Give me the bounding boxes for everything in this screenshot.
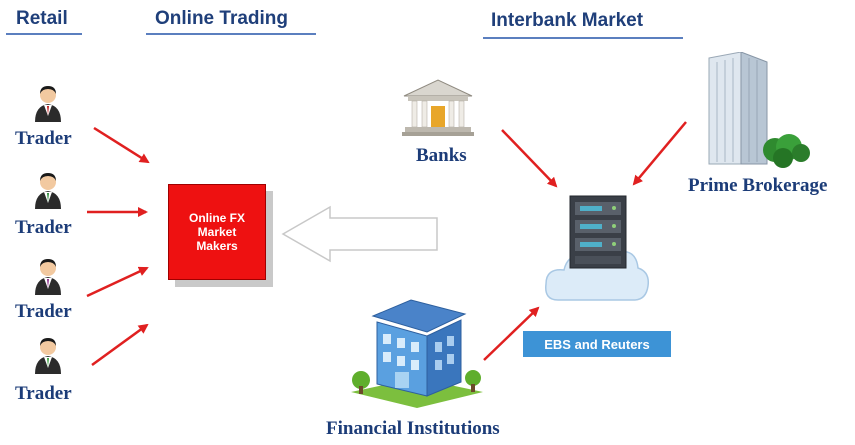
header-interbank-underline [483,37,683,39]
online-fx-market-makers-box: Online FX Market Makers [168,184,266,280]
trader-label: Trader [15,301,72,322]
trader-label: Trader [15,217,72,238]
trader-person-icon [33,84,63,127]
banks-label: Banks [416,145,467,166]
ebs-and-reuters-box: EBS and Reuters [523,331,671,357]
trader-person-icon [33,257,63,300]
market-makers-label: Online FX Market Makers [188,211,245,253]
header-retail: Retail [16,8,68,29]
office-tower-icon [697,51,811,173]
server-cloud-icon [544,190,650,311]
trader-person-icon [33,336,63,379]
header-retail-underline [6,33,82,35]
hollow-arrow-left [281,205,438,263]
arrow-banks [501,129,558,188]
arrow-trader-4 [91,323,149,367]
arrow-trader-1 [93,126,150,164]
bank-building-icon [402,78,474,141]
arrow-trader-3 [86,266,149,298]
trader-label: Trader [15,128,72,149]
arrow-financial-institutions [483,306,540,361]
prime-brokerage-label: Prime Brokerage [688,175,828,196]
financial-institutions-label: Financial Institutions [326,418,500,439]
header-interbank-market: Interbank Market [491,10,644,31]
header-online-trading-underline [146,33,316,35]
trader-label: Trader [15,383,72,404]
institution-building-icon [347,296,487,415]
header-online-trading: Online Trading [155,8,289,29]
trader-person-icon [33,171,63,214]
arrow-prime-brokerage [632,121,687,186]
ebs-and-reuters-label: EBS and Reuters [544,336,650,352]
